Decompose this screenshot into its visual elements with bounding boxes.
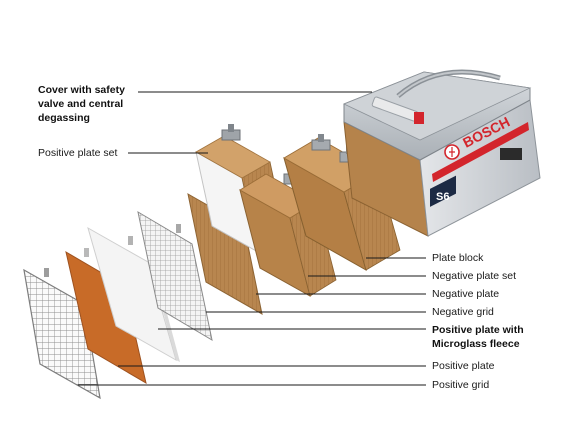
label-positive-plate-set: Positive plate set	[38, 147, 118, 159]
leader-lines	[78, 91, 426, 386]
label-positive-plate: Positive plate	[432, 360, 495, 372]
label-plate-block: Plate block	[432, 252, 484, 264]
label-negative-grid: Negative grid	[432, 306, 494, 318]
label-positive-grid: Positive grid	[432, 379, 490, 391]
spec-label	[500, 148, 522, 160]
positive-grid	[23, 268, 101, 400]
fleece-lug	[128, 236, 133, 245]
positive-terminal-cap	[414, 112, 424, 124]
grid-lug	[44, 268, 49, 277]
model-badge-bg	[430, 175, 456, 207]
label-negative-plate-set: Negative plate set	[432, 270, 517, 282]
brand-stripe	[432, 122, 529, 182]
label-negative-plate: Negative plate	[432, 288, 500, 300]
negative-plate-set	[239, 168, 337, 298]
terminal-post	[228, 124, 234, 132]
battery: BOSCH S6	[343, 69, 541, 237]
plate-lug	[84, 248, 89, 257]
label-cover: Cover with safety valve and central dega…	[38, 84, 125, 124]
negative-grid	[137, 210, 213, 342]
bosch-armature-glyph	[449, 147, 455, 157]
block-post-1	[318, 134, 324, 142]
model-badge: S6	[436, 191, 449, 203]
neg-grid-lug	[176, 224, 181, 233]
label-positive-plate-fleece: Positive plate with Microglass fleece	[432, 324, 524, 350]
